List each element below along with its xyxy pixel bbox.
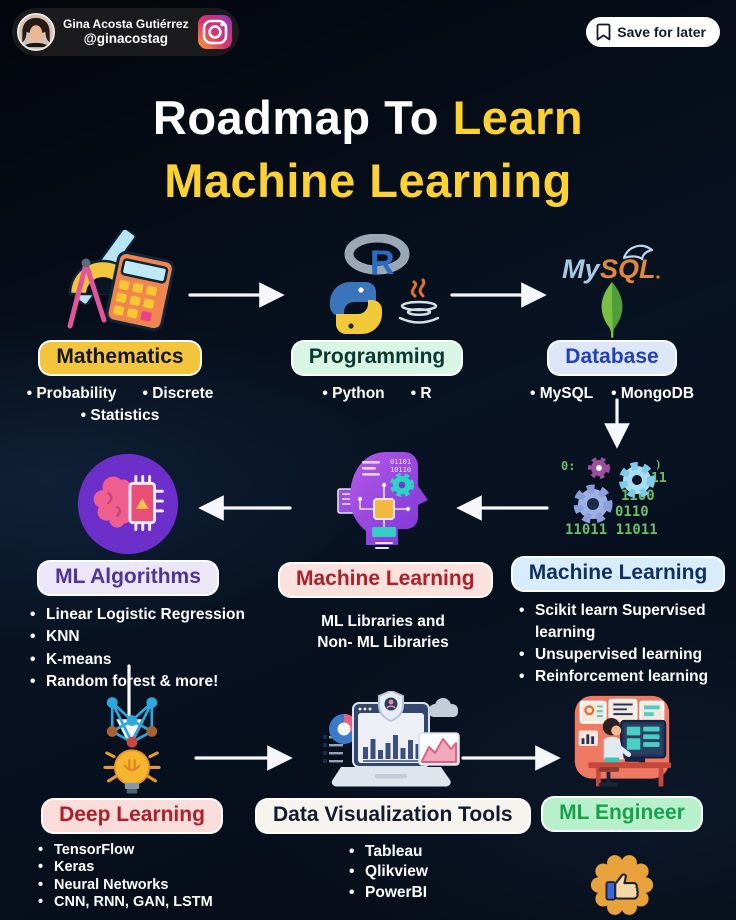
math-calculator-icon [67, 230, 175, 332]
node-programming: R Programming Python R [282, 234, 472, 403]
ml-algorithms-topics: Linear Logistic Regression KNN K-means R… [28, 604, 248, 694]
label-data-visualization: Data Visualization Tools [255, 798, 531, 834]
svg-text:My: My [562, 254, 601, 284]
svg-text:SQL: SQL [600, 254, 656, 284]
gears-binary-icon: 0: ) 11 1100 0110 11011 11011 [561, 457, 667, 538]
deep-learning-topics: TensorFlow Keras Neural Networks CNN, RN… [36, 842, 242, 912]
page-title: Roadmap To Learn Machine Learning [0, 86, 736, 212]
database-topics: MySQL MongoDB [512, 385, 712, 403]
svg-text:): ) [655, 458, 662, 471]
label-ml-engineer: ML Engineer [541, 796, 703, 832]
svg-text:10110: 10110 [390, 466, 411, 474]
svg-text:R: R [370, 244, 395, 282]
r-python-java-logos-icon: R [330, 234, 440, 334]
svg-text:11011 11011: 11011 11011 [565, 522, 658, 538]
node-database: My SQL Database MySQL MongoDB [512, 240, 712, 403]
node-machine-learning-libraries: 01101 10110 Machine Learning ML Librarie… [278, 446, 493, 653]
svg-text:0110: 0110 [615, 504, 649, 520]
profile-handle: @ginacostag [83, 31, 169, 46]
mysql-mongodb-logos-icon: My SQL [562, 244, 660, 338]
profile-name: Gina Acosta Gutiérrez [63, 17, 189, 31]
title-line2: Machine Learning [164, 154, 572, 207]
node-deep-learning: Deep Learning TensorFlow Keras Neural Ne… [22, 690, 242, 912]
label-mathematics: Mathematics [38, 340, 202, 376]
svg-text:01101: 01101 [390, 458, 411, 466]
save-for-later-button[interactable]: Save for later [586, 17, 720, 47]
save-button-label: Save for later [617, 24, 706, 40]
label-machine-learning-methods: Machine Learning [510, 556, 726, 592]
label-ml-algorithms: ML Algorithms [37, 560, 219, 596]
mathematics-topics: Probability Discrete Statistics [12, 385, 228, 425]
dashboard-laptop-icon [322, 691, 460, 787]
label-database: Database [547, 340, 677, 376]
bookmark-icon [596, 23, 611, 41]
svg-text:0:: 0: [561, 459, 575, 473]
instagram-icon[interactable] [197, 14, 233, 50]
svg-text:11: 11 [651, 471, 667, 486]
ml-methods-topics: Scikit learn Supervised learning Unsuper… [517, 600, 729, 688]
profile-photo-icon [19, 15, 53, 49]
node-data-visualization: Data Visualization Tools Tableau Qlikvie… [255, 690, 531, 904]
node-machine-learning-methods: 0: ) 11 1100 0110 11011 11011 Machine Le… [505, 452, 731, 688]
node-ml-engineer: ML Engineer [522, 692, 722, 920]
label-deep-learning: Deep Learning [41, 798, 223, 834]
neural-network-bulb-icon [103, 697, 161, 794]
brain-chip-icon [77, 453, 179, 555]
programming-topics: Python R [282, 385, 472, 403]
title-highlight: Learn [452, 91, 584, 144]
thumbs-up-badge-icon [590, 854, 654, 915]
node-ml-algorithms: ML Algorithms Linear Logistic Regression… [8, 448, 248, 694]
ml-engineer-workstation-icon [574, 695, 672, 787]
node-mathematics: Mathematics Probability Discrete Statist… [12, 230, 228, 425]
profile-badge[interactable]: Gina Acosta Gutiérrez @ginacostag [12, 8, 239, 56]
ml-libraries-note: ML Libraries and Non- ML Libraries [317, 612, 449, 651]
avatar [17, 13, 55, 51]
label-machine-learning-libraries: Machine Learning [278, 562, 493, 598]
label-programming: Programming [290, 340, 464, 376]
ai-head-circuit-icon: 01101 10110 [337, 452, 428, 549]
data-visualization-topics: Tableau Qlikview PowerBI [347, 842, 428, 904]
